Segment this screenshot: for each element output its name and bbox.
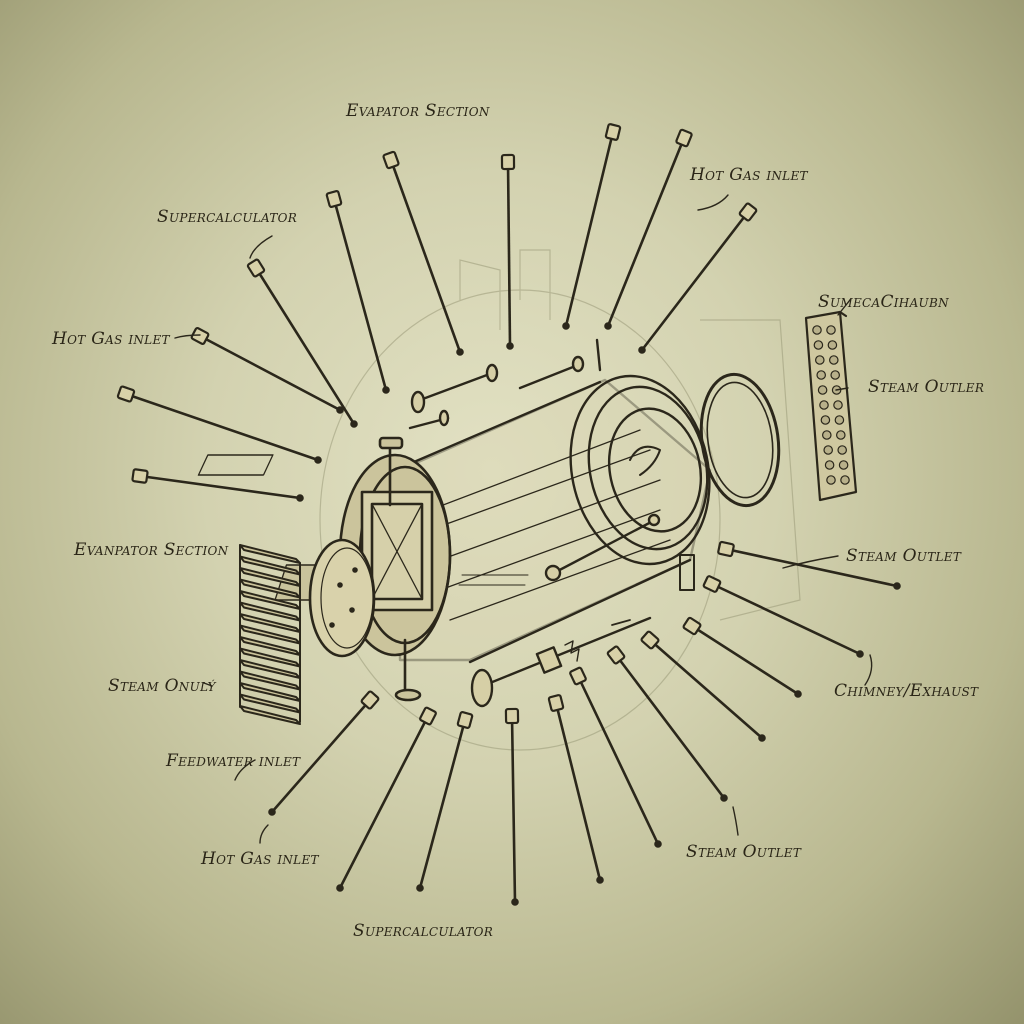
rod-10	[131, 468, 304, 502]
rod-4	[604, 128, 693, 330]
rod-15	[606, 645, 728, 802]
rod-2	[500, 153, 516, 350]
label-evanpator-section-left: Evanpator Section	[74, 540, 229, 560]
label-steam-onuly: Steam Onulý	[108, 676, 216, 696]
leader-lines	[174, 194, 873, 844]
rod-6	[325, 190, 390, 394]
rod-1	[382, 150, 464, 356]
label-hot-gas-inlet-left: Hot Gas inlet	[52, 329, 170, 349]
rod-21	[268, 690, 380, 816]
rod-18	[504, 707, 520, 906]
rod-19	[416, 711, 474, 892]
label-sumecachaubn: SumecaCihaubn	[818, 292, 949, 312]
label-chimney-exhaust: Chimney/Exhaust	[834, 681, 979, 701]
label-supercalculator-top-left: Supercalculator	[157, 207, 298, 227]
gasket-ring	[699, 372, 781, 508]
rod-9	[116, 385, 322, 464]
label-steam-outlet-bottom: Steam Outlet	[686, 842, 802, 862]
rod-16	[569, 666, 662, 848]
rod-12	[702, 575, 864, 658]
rod-7	[246, 258, 358, 428]
perforated-plate	[804, 310, 858, 502]
label-hot-gas-inlet-top-right: Hot Gas inlet	[690, 165, 808, 185]
rod-11	[717, 540, 901, 590]
rod-8	[190, 327, 344, 414]
label-steam-outler: Steam Outler	[868, 377, 985, 397]
rod-3	[562, 123, 622, 330]
rod-14	[640, 630, 766, 742]
label-hot-gas-inlet-bottom: Hot Gas inlet	[201, 849, 319, 869]
rod-13	[682, 616, 802, 698]
rod-5	[638, 202, 758, 354]
boiler-shell	[197, 374, 712, 664]
fin-stack	[239, 544, 301, 725]
label-steam-outlet-right: Steam Outlet	[846, 546, 962, 566]
front-door-disc	[308, 538, 376, 658]
label-supercalculator-bottom: Supercalculator	[353, 921, 494, 941]
rod-17	[547, 694, 604, 884]
ghost-outline	[319, 249, 801, 751]
loose-shafts	[408, 338, 661, 708]
label-feedwater-inlet: Feedwater inlet	[166, 751, 301, 771]
rod-20	[336, 706, 437, 892]
label-evaporator-section-top: Evapator Section	[346, 101, 490, 121]
